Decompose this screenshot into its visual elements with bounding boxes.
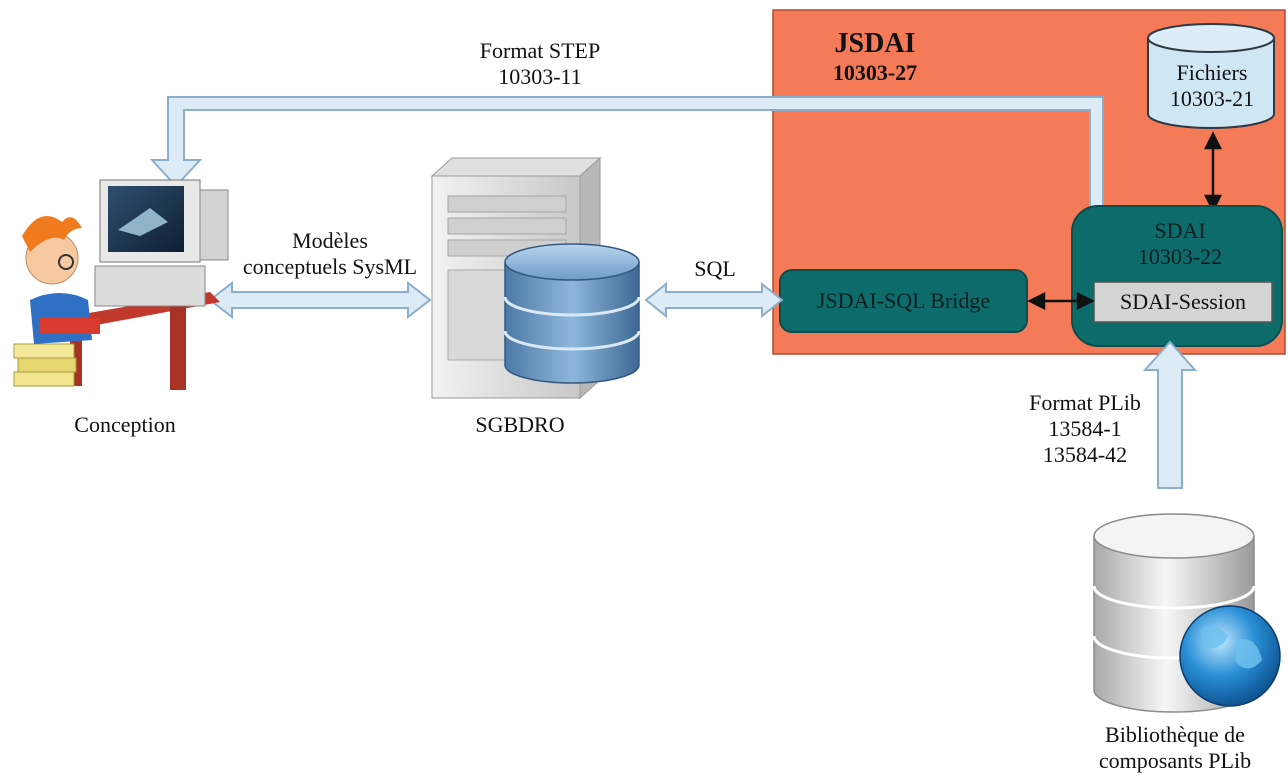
format-step-arrow — [149, 96, 1104, 216]
modeles-label: Modèles conceptuels SysML — [242, 228, 418, 279]
sdai-session-label: SDAI-Session — [1120, 289, 1246, 314]
globe-icon — [1179, 605, 1281, 707]
jsdai-title: JSDAI — [834, 28, 916, 59]
sdai-label: SDAI 10303-22 — [1137, 218, 1223, 269]
bibliotheque-label: Bibliothèque de composants PLib — [1098, 722, 1252, 773]
designer-at-computer-icon — [13, 179, 229, 390]
conception-label: Conception — [74, 412, 176, 437]
plib-arrow — [1142, 340, 1198, 489]
fichiers-sdai-arrow — [1203, 131, 1223, 213]
sdai-session-box — [1093, 281, 1273, 323]
fichiers-cylinder — [1147, 23, 1275, 129]
jsdai-code: 10303-27 — [832, 60, 918, 85]
fichiers-label: Fichiers 10303-21 — [1169, 60, 1255, 111]
bridge-label: JSDAI-SQL Bridge — [816, 288, 991, 313]
sgbdro-label: SGBDRO — [475, 412, 565, 437]
bridge-session-arrow — [1027, 291, 1095, 311]
database-icon — [503, 243, 641, 384]
modeles-arrow — [208, 280, 432, 320]
sql-arrow — [644, 281, 784, 319]
format-step-label: Format STEP 10303-11 — [479, 38, 601, 89]
format-plib-label: Format PLib 13584-1 13584-42 — [1029, 390, 1141, 467]
library-database-icon — [1092, 513, 1281, 713]
sql-label: SQL — [694, 256, 736, 281]
